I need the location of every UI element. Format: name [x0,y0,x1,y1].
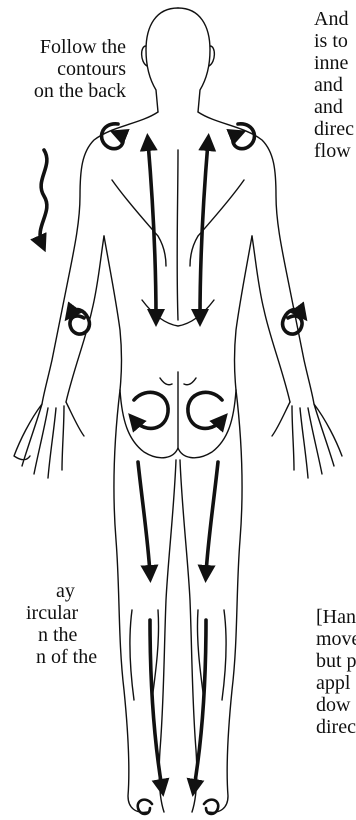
right-hand [272,402,342,478]
left-leg-outer [114,390,148,812]
right-leg-inner [180,460,197,812]
right-scapula [190,180,244,266]
left-calf-detail [130,610,159,700]
body-outline [14,8,342,812]
left-shoulder-outline [42,112,158,404]
left-thigh-arrow [138,462,150,574]
left-torso-side [104,236,122,390]
left-gluteal-circle-arrow [134,392,168,428]
left-leg-inner [159,460,176,812]
left-elbow-spiral [70,310,90,334]
right-thigh-arrow [206,462,218,574]
spine-line [177,150,178,320]
right-leg-outer [208,390,242,812]
head-outline-right [178,8,210,112]
right-gluteal-circle-arrow [188,392,222,428]
left-hand [14,402,84,478]
right-shoulder-outline [198,112,314,404]
right-calf-detail [197,610,226,700]
massage-arrows [40,124,302,814]
right-elbow-spiral [283,310,303,334]
left-calf-arrow [150,620,162,788]
right-calf-arrow [194,620,206,788]
wavy-arrow [40,150,47,244]
head-outline [146,8,178,112]
right-torso-side [235,236,253,390]
left-scapula [112,180,166,266]
